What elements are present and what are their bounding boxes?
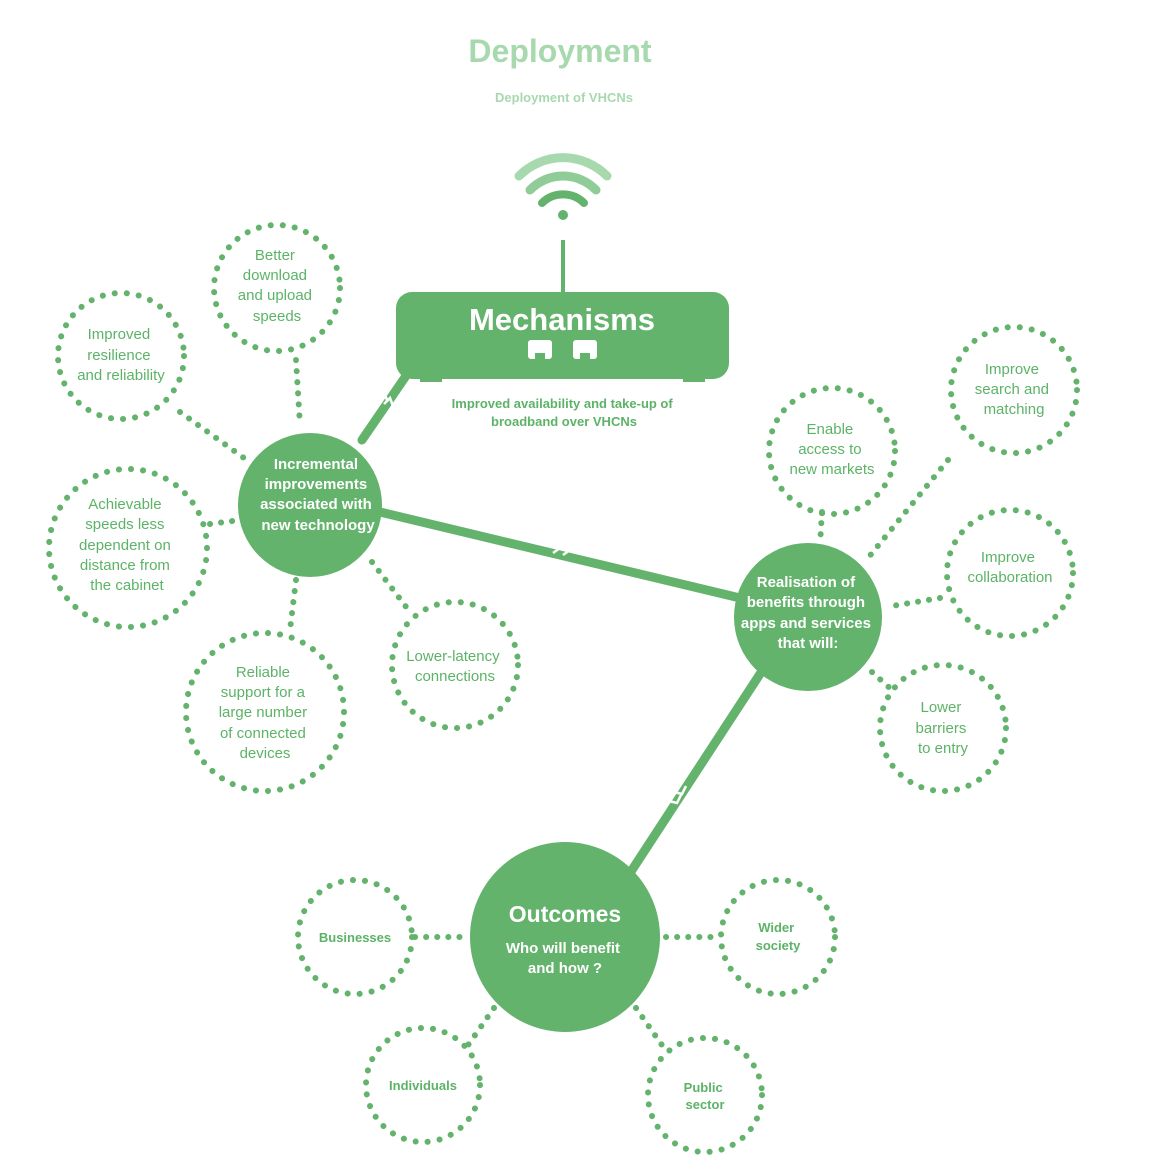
realisation-hub [734, 543, 882, 691]
bubble-resilience [55, 290, 187, 422]
collaboration-text: Improve collaboration [967, 549, 1052, 586]
incremental-bubbles [46, 222, 1080, 1155]
connector-mechanisms-incremental [357, 365, 415, 445]
bubble-lower-latency [389, 599, 521, 731]
mechanisms-caption: Improved availability and take-up of bro… [452, 396, 677, 429]
connector-incremental-realisation [375, 507, 745, 603]
individuals-text: Individuals [389, 1078, 457, 1093]
public-sector-text: Public sector [684, 1080, 727, 1112]
outcomes-hub [470, 842, 660, 1032]
mechanisms-label: Mechanisms [469, 302, 655, 337]
bubble-businesses [295, 877, 415, 997]
incremental-label: Incremental improvements associated with… [260, 456, 376, 534]
mechanisms-router: Mechanisms [396, 292, 729, 382]
diagram-subtitle: Deployment of VHCNs [495, 90, 633, 105]
search-matching-text: Improve search and matching [975, 361, 1053, 418]
wifi-icon [514, 153, 612, 220]
barriers-text: Lower barriers to entry [915, 699, 970, 757]
bubble-collaboration [944, 507, 1076, 639]
diagram-title: Deployment [468, 33, 651, 69]
bubble-barriers [877, 662, 1009, 794]
connected-devices-text: Reliable support for a large number of c… [219, 664, 312, 762]
resilience-text: Improved resilience and reliability [77, 326, 165, 384]
flow-chevrons [377, 389, 688, 805]
outcomes-sublabel: Who will benefit and how ? [506, 940, 624, 977]
chevron-icon [668, 785, 688, 805]
chevron-icon [377, 389, 395, 407]
achievable-speeds-text: Achievable speeds less dependent on dist… [79, 496, 175, 594]
bubble-connected-devices [183, 630, 347, 794]
businesses-text: Businesses [319, 930, 391, 945]
bubble-achievable-speeds [46, 466, 210, 630]
bubble-better-speeds [211, 222, 343, 354]
outcomes-label: Outcomes [509, 901, 621, 927]
bubble-new-markets [766, 385, 898, 517]
bubble-wider-society [718, 877, 838, 997]
dotted-spokes [177, 357, 951, 1051]
router-port-icon [528, 340, 597, 359]
better-speeds-text: Better download and upload speeds [238, 247, 316, 325]
new-markets-text: Enable access to new markets [789, 421, 874, 478]
connector-realisation-outcomes [627, 669, 765, 875]
wider-society-text: Wider society [756, 920, 802, 953]
bubble-search-matching [948, 324, 1080, 456]
bubble-individuals [363, 1025, 483, 1145]
main-connectors [357, 365, 765, 875]
bubble-public-sector [645, 1035, 765, 1155]
incremental-hub [238, 433, 382, 577]
chevron-icon [551, 542, 573, 557]
realisation-label: Realisation of benefits through apps and… [741, 574, 875, 652]
lower-latency-text: Lower-latency connections [406, 648, 504, 685]
